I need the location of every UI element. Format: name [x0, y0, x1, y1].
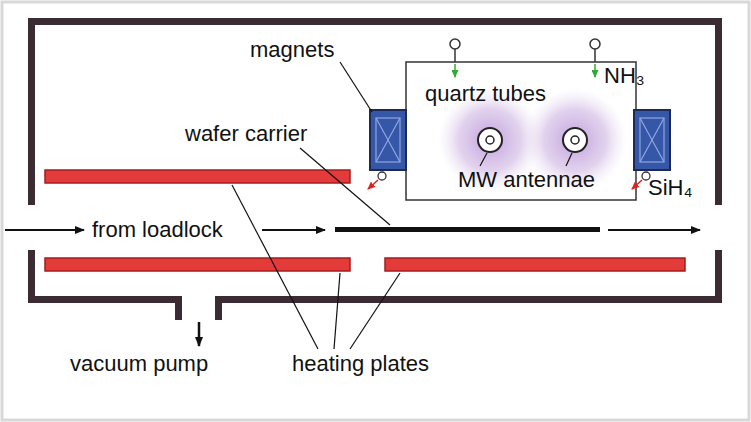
leader-line — [300, 148, 390, 225]
part-label: quartz tubes — [425, 82, 546, 106]
chamber-right-wall — [715, 18, 722, 205]
gas-flow-arrow — [454, 64, 456, 77]
plasma-source-housing — [406, 62, 636, 200]
heating-plate — [45, 258, 350, 271]
leader-line — [566, 153, 572, 166]
magnet-winding — [376, 118, 400, 162]
leader-line — [232, 185, 318, 349]
magnet-winding — [640, 118, 664, 162]
pump-port — [215, 296, 222, 320]
chamber-bottom-wall — [28, 296, 182, 303]
leader-line — [340, 62, 372, 112]
transport-arrow — [262, 229, 325, 231]
chamber-left-wall — [28, 18, 35, 205]
mw-antenna — [486, 136, 494, 144]
magnet-winding — [640, 118, 664, 162]
gas-inlet — [378, 172, 386, 180]
heating-plate — [385, 258, 685, 271]
pump-arrow — [198, 322, 201, 346]
leader-line — [232, 62, 572, 349]
part-label: MW antennae — [458, 168, 595, 192]
quartz-tube — [563, 128, 587, 152]
chamber-wall — [28, 18, 722, 320]
quartz-tube — [478, 128, 502, 152]
magnet-winding — [376, 118, 400, 162]
leader-line — [480, 153, 487, 166]
mw-antenna — [571, 136, 579, 144]
heating-plate — [45, 170, 350, 183]
gas-flow-arrow — [368, 180, 378, 189]
transport-arrow — [608, 229, 700, 231]
gas-flow-arrow — [594, 64, 596, 77]
part-label: heating plates — [292, 352, 429, 376]
flow-label: from loadlock — [92, 218, 223, 242]
part-label: magnets — [250, 38, 334, 62]
leader-line — [334, 273, 340, 349]
chamber-top-wall — [28, 18, 722, 25]
gas-inlet — [450, 39, 460, 49]
magnet — [634, 110, 670, 170]
transport-arrow — [5, 229, 84, 231]
gas-inlet — [590, 39, 600, 49]
gas-label: SiH₄ — [648, 176, 692, 200]
gas-flow-arrow — [632, 180, 642, 189]
wafer-carrier — [335, 227, 600, 232]
leader-line — [350, 273, 400, 349]
chamber-right-wall — [715, 250, 722, 303]
gas-label: NH₃ — [604, 64, 645, 88]
part-label: vacuum pump — [70, 352, 208, 376]
pump-port — [175, 296, 182, 320]
magnet — [370, 110, 406, 170]
magnet — [370, 110, 670, 170]
chamber-left-wall — [28, 250, 35, 303]
part-label: wafer carrier — [185, 122, 307, 146]
